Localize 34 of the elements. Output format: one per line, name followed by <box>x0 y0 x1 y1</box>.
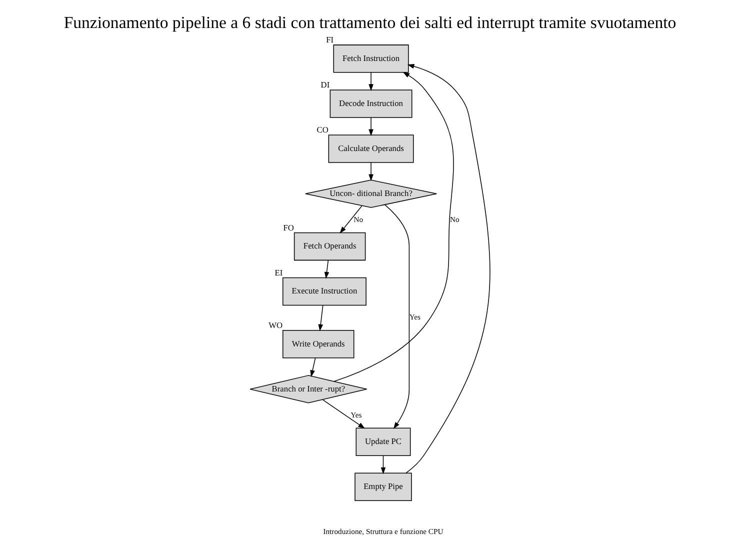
arrow <box>406 64 490 474</box>
arrow <box>384 204 410 430</box>
node-box: Decode Instruction <box>330 90 412 118</box>
edge-label: Yes <box>350 410 362 420</box>
arrow <box>310 358 316 378</box>
node-box: Calculate Operands <box>328 134 414 163</box>
node-box: Execute Instruction <box>282 277 366 306</box>
node-diamond: Uncon- ditional Branch? <box>305 180 437 208</box>
node-label: FO <box>283 223 294 232</box>
diagram-title: Funzionamento pipeline a 6 stadi con trattamento dei salti ed interrupt tramite svuotamento <box>64 12 676 32</box>
node-label: EI <box>274 268 283 278</box>
edge-label: Yes <box>409 312 420 322</box>
node-label: DI <box>320 80 330 90</box>
arrow <box>322 399 366 429</box>
node-diamond: Branch or Inter -rupt? <box>250 375 368 404</box>
node-box: Write Operands <box>282 330 354 358</box>
node-box: Fetch Instruction <box>333 44 409 73</box>
arrow <box>368 72 374 92</box>
arrow <box>318 305 324 332</box>
edge-label: No <box>450 215 460 224</box>
node-label: WO <box>268 320 283 330</box>
arrow <box>368 162 374 182</box>
node-box: Empty Pipe <box>354 472 412 501</box>
arrow <box>368 117 374 136</box>
label: Introduzione, Struttura e funzione CPU <box>323 526 444 536</box>
edge-label: No <box>354 215 364 224</box>
arrow <box>324 260 330 279</box>
arrow <box>340 206 362 234</box>
arrow <box>380 455 386 474</box>
arrow <box>334 72 454 382</box>
node-label: FI <box>326 35 334 44</box>
node-label: CO <box>316 126 328 135</box>
node-box: Fetch Operands <box>294 232 366 261</box>
node-box: Update PC <box>356 428 411 456</box>
